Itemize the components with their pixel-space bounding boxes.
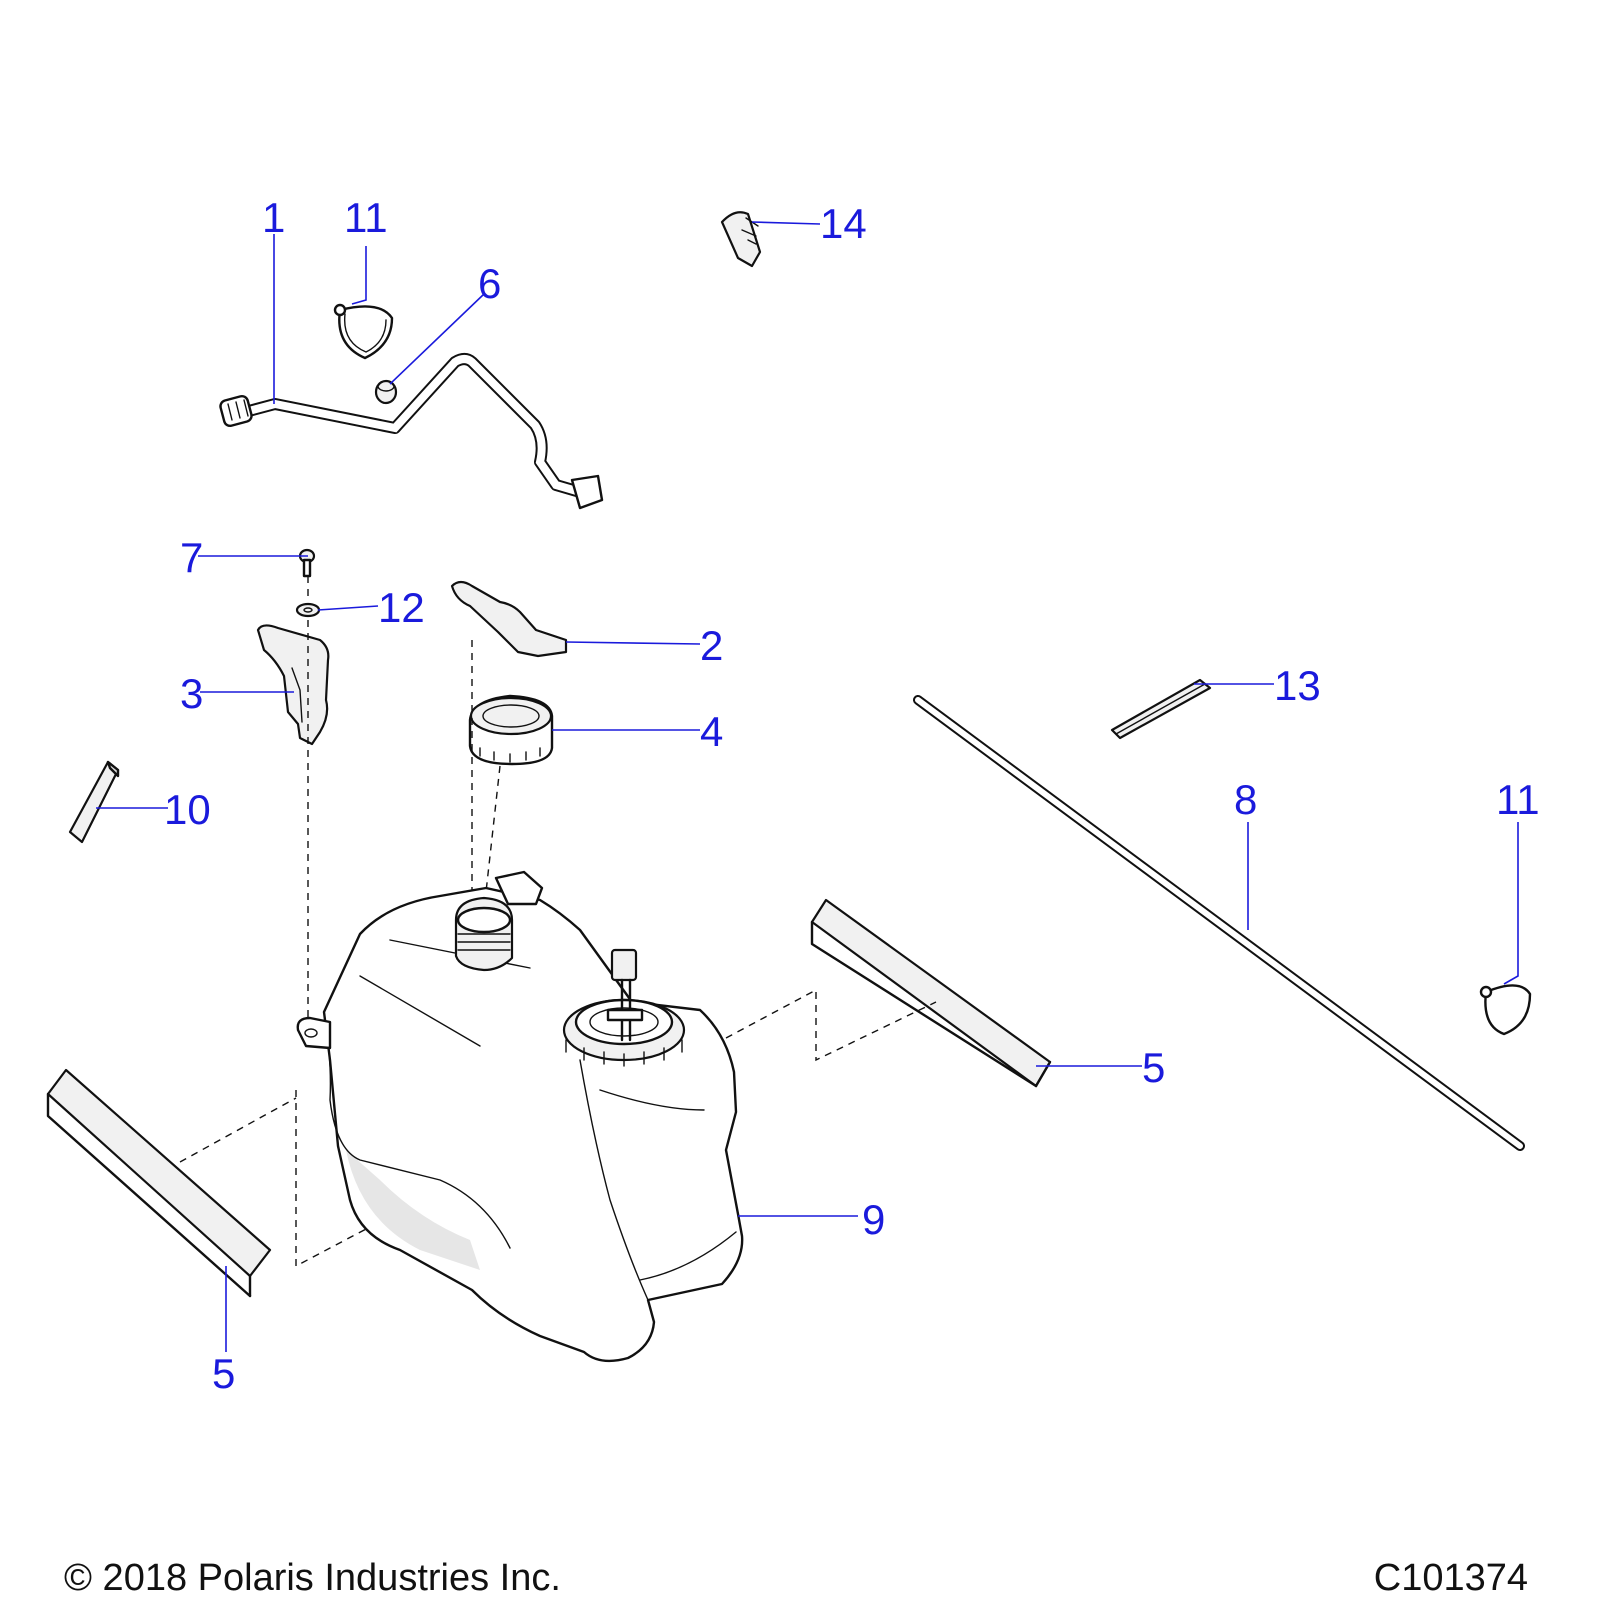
bolt-part xyxy=(298,548,316,578)
strip-part xyxy=(1110,678,1212,740)
hose-clamp-part-right xyxy=(1479,984,1532,1036)
bracket-left-part xyxy=(256,624,330,746)
callout-11-top: 11 xyxy=(344,194,388,241)
callout-3: 3 xyxy=(180,670,203,717)
foam-block-right-part xyxy=(810,898,1052,1088)
callout-10: 10 xyxy=(164,786,211,833)
callout-labels: 1 11 6 14 7 12 2 13 3 4 10 8 11 5 9 5 xyxy=(164,194,1540,1397)
fuel-tank-part xyxy=(296,870,744,1363)
callout-4: 4 xyxy=(700,708,723,755)
copyright-notice: © 2018 Polaris Industries Inc. xyxy=(64,1557,561,1599)
assembly-lines xyxy=(179,576,937,1268)
leader-lines xyxy=(96,221,1519,1352)
bracket-right-part xyxy=(450,580,568,658)
callout-6: 6 xyxy=(478,260,501,307)
callout-5-left: 5 xyxy=(212,1350,235,1397)
rod-part xyxy=(913,695,1525,1151)
callout-9: 9 xyxy=(862,1196,885,1243)
callout-13: 13 xyxy=(1274,662,1321,709)
callout-8: 8 xyxy=(1234,776,1257,823)
washer-part xyxy=(295,602,321,618)
callout-7: 7 xyxy=(180,534,203,581)
fuel-cap-part xyxy=(468,694,554,766)
vent-hose-part xyxy=(219,353,604,510)
callout-1: 1 xyxy=(262,194,285,241)
callout-2: 2 xyxy=(700,622,723,669)
hose-clamp-part-top xyxy=(333,303,394,360)
callout-12: 12 xyxy=(378,584,425,631)
foam-pad-small-part xyxy=(68,760,120,844)
grommet-part xyxy=(374,379,398,405)
drawing-number: C101374 xyxy=(1373,1557,1528,1599)
callout-14: 14 xyxy=(820,200,867,247)
callout-11-right: 11 xyxy=(1496,776,1540,823)
foam-block-left-part xyxy=(46,1068,272,1298)
clip-part xyxy=(720,211,762,268)
callout-5-right: 5 xyxy=(1142,1044,1165,1091)
